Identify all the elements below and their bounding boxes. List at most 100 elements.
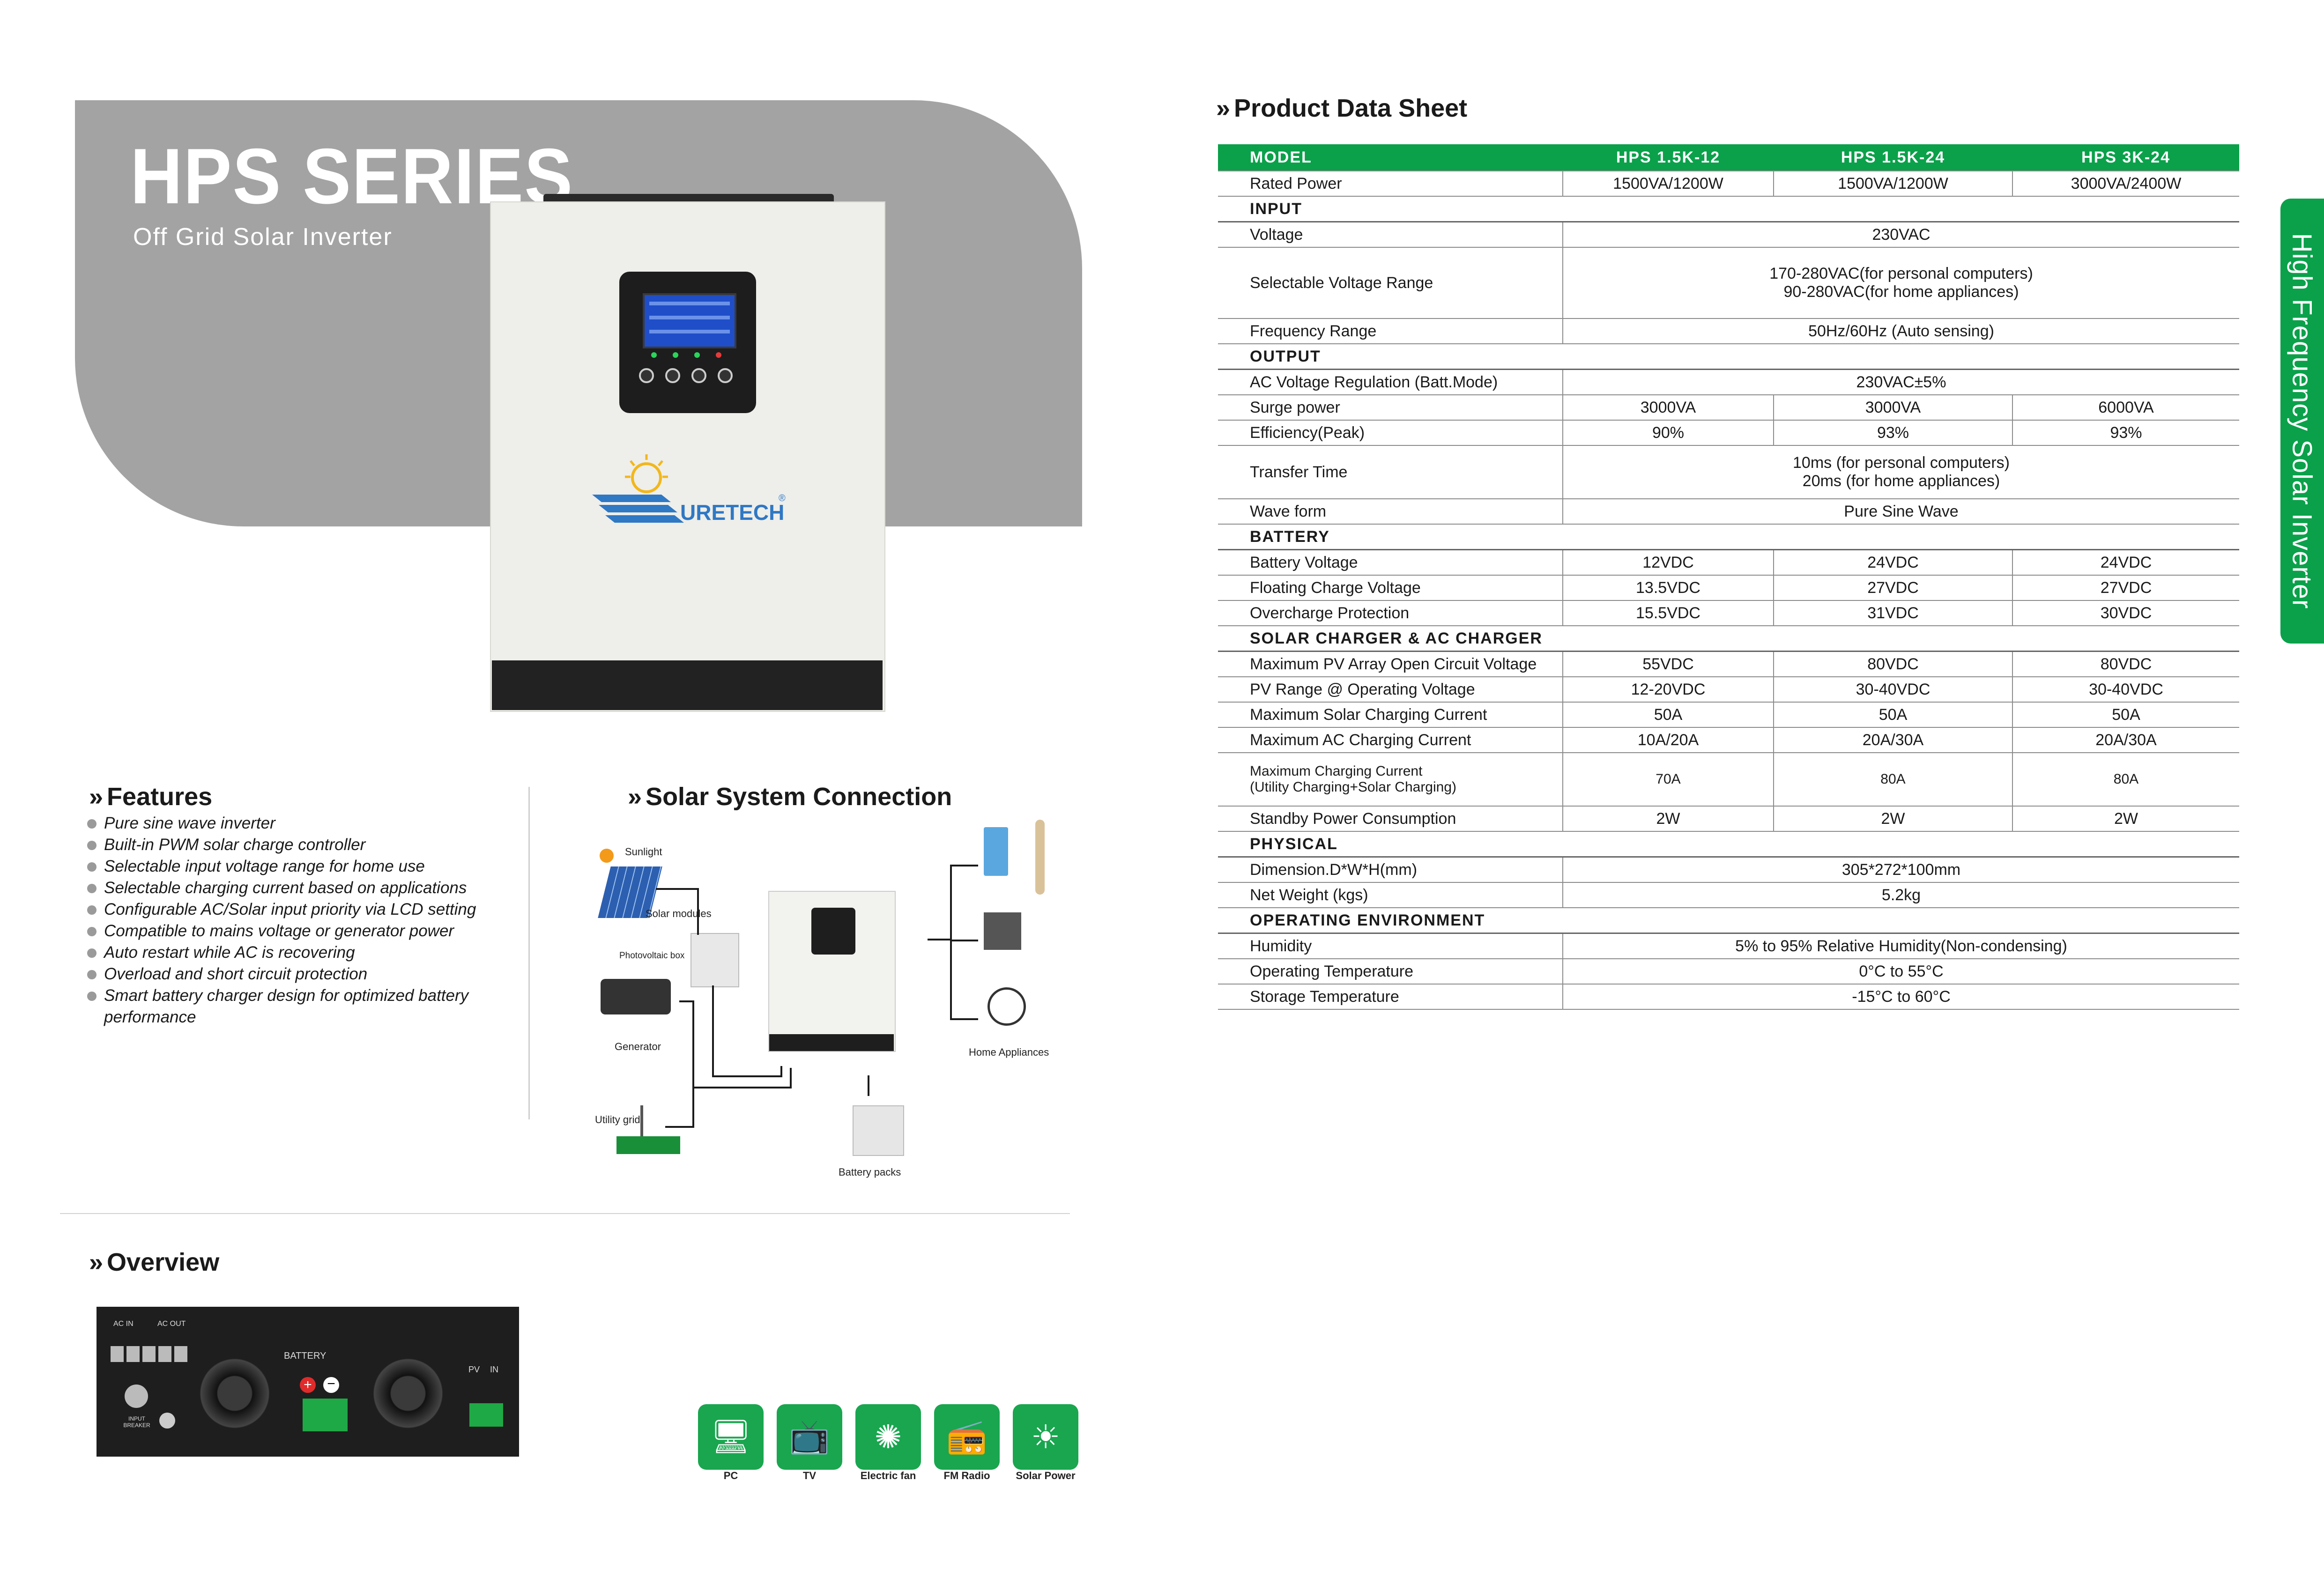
table-cell: Dimension.D*W*H(mm) bbox=[1218, 857, 1563, 883]
battery-pack-icon bbox=[853, 1105, 904, 1156]
led-indicator bbox=[651, 352, 657, 358]
table-cell: 6000VA bbox=[2012, 395, 2239, 421]
device-base bbox=[492, 660, 883, 710]
appliance-icons: 🖥 PC 📺 TV ✺ Electric fan 📻 FM Radio ☀ So… bbox=[698, 1404, 1078, 1482]
table-cell: 30VDC bbox=[2012, 600, 2239, 626]
list-item: Configurable AC/Solar input priority via… bbox=[87, 899, 549, 920]
table-cell: SOLAR CHARGER & AC CHARGER bbox=[1218, 626, 2239, 652]
table-cell: 170-280VAC(for personal computers)90-280… bbox=[1563, 247, 2239, 319]
table-cell: 50A bbox=[1563, 702, 1774, 728]
table-cell: Maximum PV Array Open Circuit Voltage bbox=[1218, 651, 1563, 677]
table-cell: BATTERY bbox=[1218, 524, 2239, 550]
radio-icon: 📻 bbox=[934, 1404, 1000, 1470]
table-row: Net Weight (kgs)5.2kg bbox=[1218, 882, 2239, 908]
battery-packs-label: Battery packs bbox=[839, 1166, 901, 1178]
datasheet-heading: » Product Data Sheet bbox=[1216, 94, 1468, 122]
table-cell: Selectable Voltage Range bbox=[1218, 247, 1563, 319]
table-section-row: SOLAR CHARGER & AC CHARGER bbox=[1218, 626, 2239, 652]
table-header-cell: MODEL bbox=[1218, 144, 1563, 171]
features-heading: » Features bbox=[89, 783, 213, 811]
table-cell: Overcharge Protection bbox=[1218, 600, 1563, 626]
table-cell: Standby Power Consumption bbox=[1218, 806, 1563, 832]
side-category-label: High Frequency Solar Inverter bbox=[2287, 233, 2317, 609]
home-appliances-label: Home Appliances bbox=[969, 1046, 1049, 1058]
table-cell: Wave form bbox=[1218, 499, 1563, 525]
connection-heading: » Solar System Connection bbox=[628, 783, 952, 811]
table-cell: Battery Voltage bbox=[1218, 549, 1563, 576]
table-cell: -15°C to 60°C bbox=[1563, 984, 2239, 1010]
table-section-row: OPERATING ENVIRONMENT bbox=[1218, 908, 2239, 934]
table-cell: 27VDC bbox=[1774, 575, 2013, 601]
inverter-small-base bbox=[769, 1034, 894, 1051]
table-cell: 24VDC bbox=[1774, 549, 2013, 576]
fan-icon: ✺ bbox=[855, 1404, 921, 1470]
table-cell: 90% bbox=[1563, 420, 1774, 446]
table-cell: Transfer Time bbox=[1218, 445, 1563, 499]
datasheet-table-wrap: MODEL HPS 1.5K-12 HPS 1.5K-24 HPS 3K-24 … bbox=[1218, 144, 2239, 1010]
table-cell: 20A/30A bbox=[1774, 727, 2013, 753]
double-chevron-icon: » bbox=[89, 783, 103, 811]
appliance-item: 📻 FM Radio bbox=[934, 1404, 1000, 1482]
led-indicator bbox=[673, 352, 678, 358]
table-cell: Frequency Range bbox=[1218, 318, 1563, 344]
table-cell: 5% to 95% Relative Humidity(Non-condensi… bbox=[1563, 933, 2239, 959]
ac-terminal-block bbox=[111, 1346, 189, 1362]
table-cell: 50A bbox=[1774, 702, 2013, 728]
led-indicator bbox=[716, 352, 721, 358]
side-category-tab bbox=[2280, 199, 2324, 644]
table-header-cell: HPS 1.5K-12 bbox=[1563, 144, 1774, 171]
table-section-row: INPUT bbox=[1218, 196, 2239, 222]
list-item: Selectable charging current based on app… bbox=[87, 877, 549, 899]
table-cell: 31VDC bbox=[1774, 600, 2013, 626]
solar-modules-label: Solar modules bbox=[646, 908, 712, 919]
table-row: Dimension.D*W*H(mm)305*272*100mm bbox=[1218, 857, 2239, 883]
brand-logo: URETECH ® bbox=[592, 454, 786, 525]
pv-box-label: Photovoltaic box bbox=[619, 951, 685, 961]
table-cell: 50A bbox=[2012, 702, 2239, 728]
generator-label: Generator bbox=[615, 1041, 661, 1052]
table-cell: 0°C to 55°C bbox=[1563, 959, 2239, 985]
panel-button bbox=[718, 368, 733, 383]
ground-screw-icon bbox=[159, 1413, 175, 1429]
series-subtitle: Off Grid Solar Inverter bbox=[133, 223, 393, 251]
table-cell: 3000VA bbox=[1563, 395, 1774, 421]
table-section-row: PHYSICAL bbox=[1218, 831, 2239, 858]
table-cell: 80A bbox=[2012, 753, 2239, 807]
sunlight-label: Sunlight bbox=[625, 846, 662, 858]
inverter-small-panel bbox=[811, 908, 855, 955]
table-cell: 305*272*100mm bbox=[1563, 857, 2239, 883]
table-cell: PHYSICAL bbox=[1218, 831, 2239, 858]
utility-grid-label: Utility grid bbox=[595, 1114, 640, 1125]
table-header-cell: HPS 1.5K-24 bbox=[1774, 144, 2012, 171]
table-cell: Floating Charge Voltage bbox=[1218, 575, 1563, 601]
double-chevron-icon: » bbox=[628, 783, 642, 811]
table-cell: 1500VA/1200W bbox=[1774, 171, 2013, 197]
panel-button bbox=[639, 368, 654, 383]
list-item: Smart battery charger design for optimiz… bbox=[87, 985, 549, 1028]
features-list: Pure sine wave inverter Built-in PWM sol… bbox=[87, 813, 549, 1028]
lcd-screen bbox=[643, 293, 736, 348]
table-cell: 1500VA/1200W bbox=[1563, 171, 1774, 197]
table-cell: Operating Temperature bbox=[1218, 959, 1563, 985]
ac-unit-icon bbox=[1035, 820, 1045, 895]
pc-icon: 🖥 bbox=[698, 1404, 764, 1470]
appliance-item: 🖥 PC bbox=[698, 1404, 764, 1482]
pv-box-icon bbox=[691, 933, 739, 987]
appliance-item: ☀ Solar Power bbox=[1013, 1404, 1078, 1482]
table-cell: 230VAC±5% bbox=[1563, 369, 2239, 395]
table-section-row: BATTERY bbox=[1218, 524, 2239, 550]
list-item: Compatible to mains voltage or generator… bbox=[87, 920, 549, 942]
table-cell: 2W bbox=[1774, 806, 2013, 832]
table-cell: 3000VA/2400W bbox=[2012, 171, 2239, 197]
